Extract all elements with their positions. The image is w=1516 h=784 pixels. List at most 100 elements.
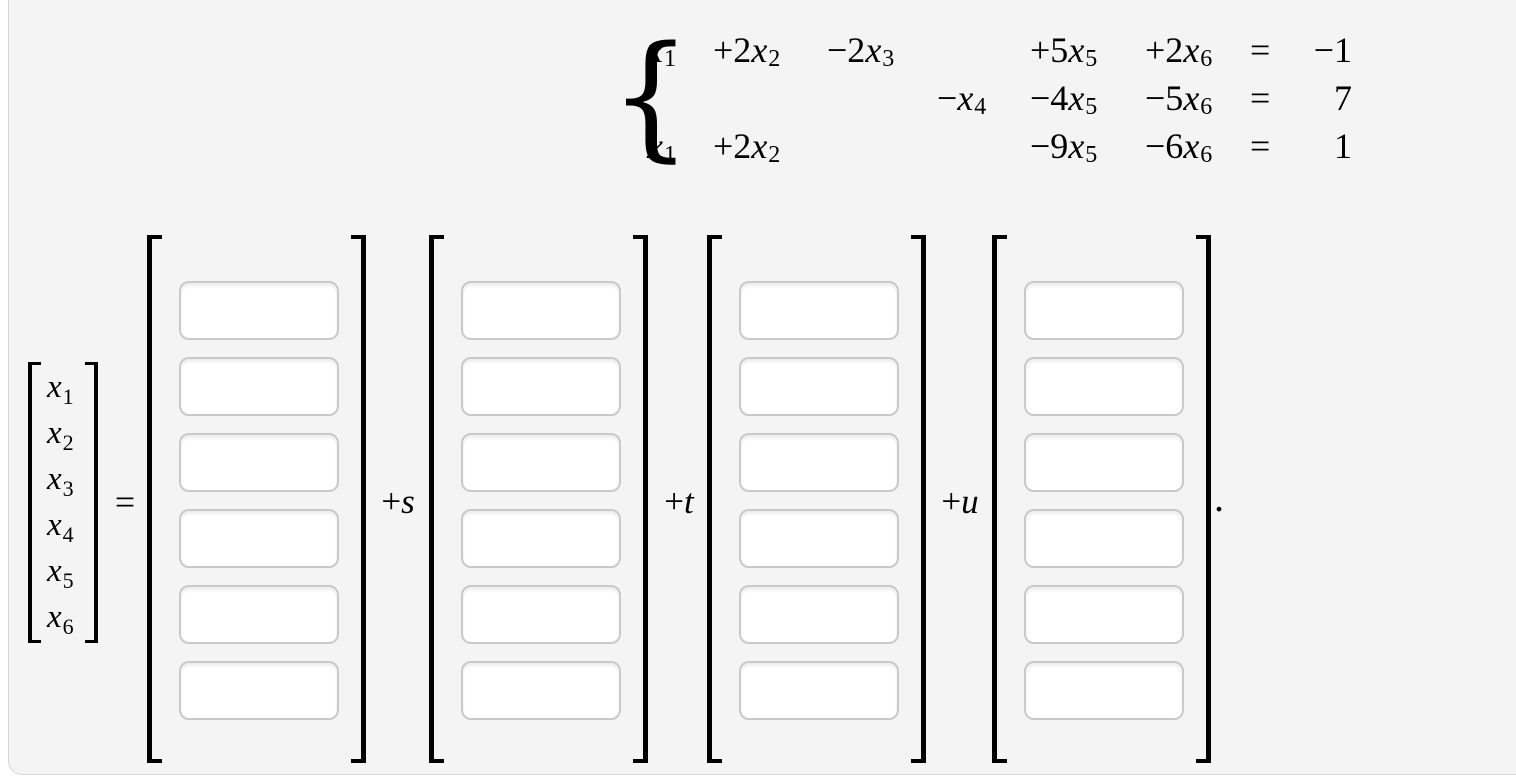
answer-box-c3-r2[interactable] <box>739 357 899 416</box>
answer-vector-2 <box>429 235 648 763</box>
answer-box-c3-r3[interactable] <box>739 433 899 492</box>
term-coef: +2 <box>713 126 752 166</box>
term-coef: +2 <box>713 30 752 70</box>
term-var: x <box>1068 126 1085 166</box>
term-var: x <box>1183 78 1200 118</box>
term-coef: −6 <box>1145 126 1184 166</box>
equals-sign: = <box>1250 78 1271 118</box>
answer-vector-3 <box>707 235 926 763</box>
x-vector-entries: x1 x2 x3 x4 x5 x6 <box>47 367 98 640</box>
scalar-s: +s <box>381 482 415 521</box>
equals-sign: = <box>1250 30 1271 70</box>
term-sub: 2 <box>768 45 781 72</box>
sentence-period: . <box>1214 475 1224 520</box>
term-sub: 5 <box>1085 93 1098 120</box>
term-coef: − <box>937 78 958 118</box>
vector-entry: x5 <box>47 553 74 593</box>
term-var: x <box>1183 126 1200 166</box>
equation-term <box>647 74 713 122</box>
answer-box-c1-r1[interactable] <box>179 281 339 340</box>
answer-box-c1-r5[interactable] <box>179 585 339 644</box>
scalar-u: +u <box>941 482 979 521</box>
answer-box-c4-r2[interactable] <box>1024 357 1184 416</box>
vector-entry: x3 <box>47 461 74 501</box>
term-coef: +5 <box>1030 30 1069 70</box>
vector-entry: x4 <box>47 507 74 547</box>
term-var: x <box>647 30 663 70</box>
term-var: x <box>1068 78 1085 118</box>
answer-box-c1-r4[interactable] <box>179 509 339 568</box>
term-coef: −5 <box>1145 78 1184 118</box>
term-var: x <box>1068 30 1085 70</box>
answer-box-c1-r2[interactable] <box>179 357 339 416</box>
term-coef: −4 <box>1030 78 1069 118</box>
vector-entry: x2 <box>47 415 74 455</box>
term-var: x <box>647 126 663 166</box>
equation-term <box>937 122 1030 170</box>
answer-box-c3-r4[interactable] <box>739 509 899 568</box>
equals-sign: = <box>1250 126 1271 166</box>
answer-box-c1-r3[interactable] <box>179 433 339 492</box>
term-var: x <box>751 30 768 70</box>
term-sub: 1 <box>663 45 676 72</box>
term-var: x <box>1183 30 1200 70</box>
answer-box-c2-r2[interactable] <box>461 357 621 416</box>
answer-vector-2-boxes <box>461 281 621 720</box>
term-sub: 5 <box>1085 45 1098 72</box>
term-var: x <box>751 126 768 166</box>
term-var: x <box>957 78 974 118</box>
term-var: x <box>865 30 882 70</box>
answer-vector-3-boxes <box>739 281 899 720</box>
answer-vector-1-boxes <box>179 281 339 720</box>
answer-box-c2-r4[interactable] <box>461 509 621 568</box>
equation-term <box>827 122 937 170</box>
term-sub: 5 <box>1085 141 1098 168</box>
answer-box-c3-r6[interactable] <box>739 661 899 720</box>
term-coef: +2 <box>1145 30 1184 70</box>
scalar-t: +t <box>664 482 694 521</box>
answer-box-c2-r1[interactable] <box>461 281 621 340</box>
term-sub: 6 <box>1200 93 1213 120</box>
answer-box-c3-r5[interactable] <box>739 585 899 644</box>
equation-rhs: 1 <box>1334 126 1352 166</box>
answer-box-c4-r3[interactable] <box>1024 433 1184 492</box>
answer-box-c4-r6[interactable] <box>1024 661 1184 720</box>
equation-term <box>713 74 827 122</box>
answer-box-c4-r1[interactable] <box>1024 281 1184 340</box>
term-sub: 3 <box>882 45 895 72</box>
answer-box-c4-r4[interactable] <box>1024 509 1184 568</box>
answer-box-c2-r6[interactable] <box>461 661 621 720</box>
equals-sign: = <box>114 482 136 522</box>
equation-rhs: −1 <box>1313 30 1352 70</box>
system-brace: { <box>610 25 691 168</box>
vector-entry: x6 <box>47 599 74 639</box>
answer-box-c4-r5[interactable] <box>1024 585 1184 644</box>
answer-box-c3-r1[interactable] <box>739 281 899 340</box>
answer-box-c2-r3[interactable] <box>461 433 621 492</box>
x-vector: x1 x2 x3 x4 x5 x6 <box>28 362 98 643</box>
answer-vector-4-boxes <box>1024 281 1184 720</box>
answer-vector-4 <box>992 235 1211 763</box>
answer-box-c2-r5[interactable] <box>461 585 621 644</box>
equation-rhs: 7 <box>1334 78 1352 118</box>
term-sub: 6 <box>1200 141 1213 168</box>
term-sub: 2 <box>768 141 781 168</box>
equation-term <box>827 74 937 122</box>
answer-vector-1 <box>147 235 366 763</box>
term-sub: 4 <box>974 93 987 120</box>
answer-box-c1-r6[interactable] <box>179 661 339 720</box>
term-coef: −9 <box>1030 126 1069 166</box>
term-sub: 1 <box>663 141 676 168</box>
vector-entry: x1 <box>47 369 74 409</box>
